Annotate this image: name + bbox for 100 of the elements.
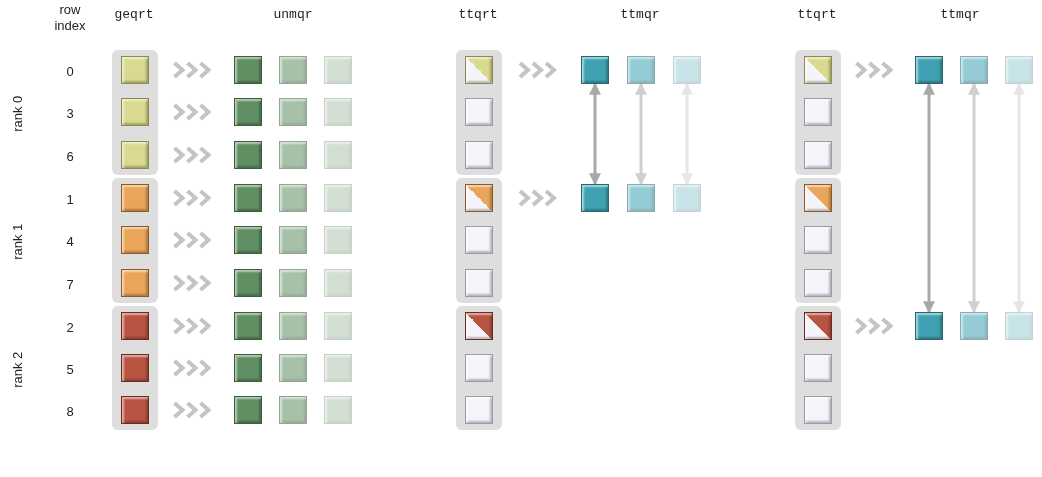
group-panel	[112, 50, 158, 175]
matrix-tile	[324, 312, 352, 340]
matrix-tile	[1005, 56, 1033, 84]
matrix-tile	[581, 184, 609, 212]
rank-label: rank 1	[9, 222, 27, 262]
column-header: row index	[53, 2, 87, 34]
row-index-number: 7	[66, 276, 74, 294]
column-header: ttmqr	[940, 6, 980, 24]
matrix-tile	[1005, 312, 1033, 340]
chevron-arrow	[172, 189, 212, 207]
chevron-arrow	[518, 189, 558, 207]
chevron-arrow	[172, 274, 212, 292]
group-panel	[112, 178, 158, 303]
matrix-tile	[121, 312, 149, 340]
matrix-tile	[673, 184, 701, 212]
matrix-tile	[121, 226, 149, 254]
matrix-tile	[804, 354, 832, 382]
matrix-tile	[324, 354, 352, 382]
chevron-arrow	[172, 359, 212, 377]
matrix-tile	[121, 98, 149, 126]
matrix-tile	[627, 56, 655, 84]
matrix-tile	[234, 312, 262, 340]
double-arrow	[635, 82, 647, 186]
matrix-tile	[804, 98, 832, 126]
double-arrow	[968, 82, 980, 314]
chevron-arrow	[172, 401, 212, 419]
matrix-tile	[465, 56, 493, 84]
row-index-number: 1	[66, 191, 74, 209]
matrix-tile	[279, 56, 307, 84]
matrix-tile	[627, 184, 655, 212]
row-index-number: 2	[66, 319, 74, 337]
matrix-tile	[804, 184, 832, 212]
chevron-arrow	[172, 231, 212, 249]
row-index-number: 0	[66, 63, 74, 81]
row-index-number: 3	[66, 105, 74, 123]
group-panel	[456, 306, 502, 430]
matrix-tile	[465, 396, 493, 424]
matrix-tile	[960, 56, 988, 84]
matrix-tile	[673, 56, 701, 84]
matrix-tile	[324, 184, 352, 212]
matrix-tile	[279, 312, 307, 340]
matrix-tile	[804, 141, 832, 169]
rank-label: rank 0	[9, 94, 27, 134]
matrix-tile	[234, 396, 262, 424]
group-panel	[456, 50, 502, 175]
chevron-arrow	[854, 61, 894, 79]
matrix-tile	[465, 226, 493, 254]
column-header: unmqr	[273, 6, 313, 24]
matrix-tile	[465, 269, 493, 297]
double-arrow	[923, 82, 935, 314]
rank-label: rank 2	[9, 350, 27, 390]
chevron-arrow	[518, 61, 558, 79]
group-panel	[456, 178, 502, 303]
matrix-tile	[804, 312, 832, 340]
group-panel	[795, 306, 841, 430]
row-index-number: 6	[66, 148, 74, 166]
matrix-tile	[234, 269, 262, 297]
matrix-tile	[234, 184, 262, 212]
matrix-tile	[121, 396, 149, 424]
matrix-tile	[804, 396, 832, 424]
matrix-tile	[324, 141, 352, 169]
chevron-arrow	[172, 103, 212, 121]
chevron-arrow	[172, 317, 212, 335]
row-index-number: 8	[66, 403, 74, 421]
matrix-tile	[465, 184, 493, 212]
column-header: ttqrt	[458, 6, 498, 24]
matrix-tile	[804, 56, 832, 84]
chevron-arrow	[854, 317, 894, 335]
matrix-tile	[324, 269, 352, 297]
matrix-tile	[279, 141, 307, 169]
matrix-tile	[915, 312, 943, 340]
matrix-tile	[324, 56, 352, 84]
matrix-tile	[465, 141, 493, 169]
matrix-tile	[121, 184, 149, 212]
matrix-tile	[279, 98, 307, 126]
matrix-tile	[279, 396, 307, 424]
column-header: ttqrt	[797, 6, 837, 24]
group-panel	[112, 306, 158, 430]
double-arrow	[1013, 82, 1025, 314]
row-index-number: 5	[66, 361, 74, 379]
matrix-tile	[121, 354, 149, 382]
matrix-tile	[465, 354, 493, 382]
matrix-tile	[465, 98, 493, 126]
double-arrow	[589, 82, 601, 186]
matrix-tile	[279, 269, 307, 297]
matrix-tile	[960, 312, 988, 340]
double-arrow	[681, 82, 693, 186]
matrix-tile	[804, 226, 832, 254]
row-index-number: 4	[66, 233, 74, 251]
column-header: geqrt	[114, 6, 154, 24]
matrix-tile	[915, 56, 943, 84]
group-panel	[795, 178, 841, 303]
matrix-tile	[234, 56, 262, 84]
matrix-tile	[324, 396, 352, 424]
matrix-tile	[121, 269, 149, 297]
matrix-tile	[804, 269, 832, 297]
matrix-tile	[279, 184, 307, 212]
matrix-tile	[465, 312, 493, 340]
matrix-tile	[581, 56, 609, 84]
column-header: ttmqr	[620, 6, 660, 24]
